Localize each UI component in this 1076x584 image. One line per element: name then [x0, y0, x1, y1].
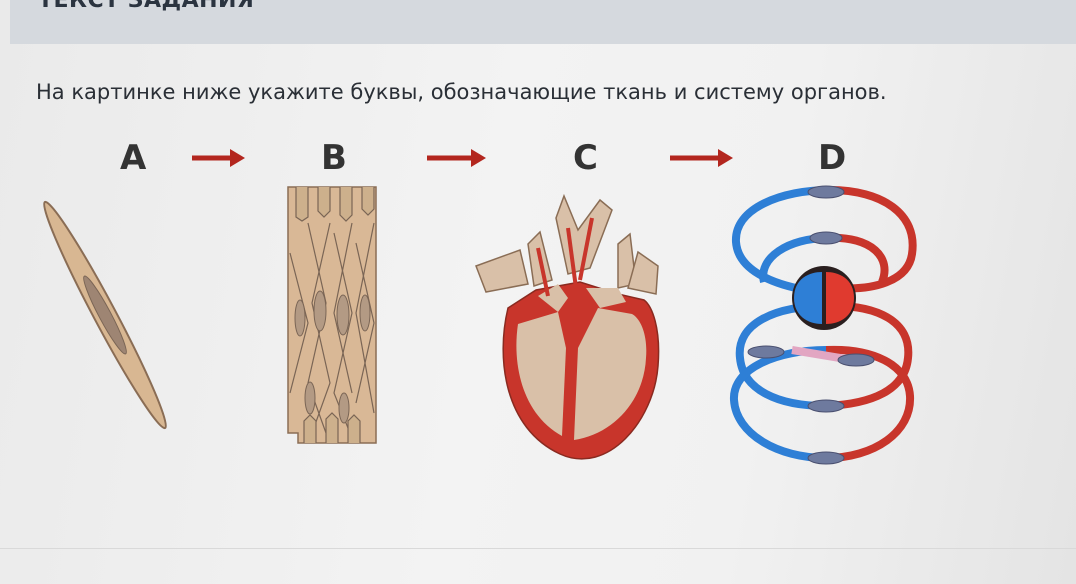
label-d: D — [818, 138, 847, 178]
task-instruction: На картинке ниже укажите буквы, обознача… — [36, 80, 887, 104]
circulatory-system-figure — [730, 185, 917, 465]
arrow-right-icon — [192, 149, 245, 167]
header-bar — [10, 0, 1076, 44]
label-b: B — [321, 138, 347, 178]
divider — [0, 548, 1076, 549]
label-c: C — [573, 138, 598, 178]
muscle-tissue-figure — [287, 186, 377, 444]
arrow-right-icon — [427, 149, 486, 167]
label-a: A — [120, 138, 147, 178]
arrow-right-icon — [670, 149, 733, 167]
muscle-cell-figure — [43, 200, 167, 430]
header-title: ТЕКСТ ЗАДАНИЯ — [38, 0, 255, 13]
heart-figure — [475, 193, 660, 460]
